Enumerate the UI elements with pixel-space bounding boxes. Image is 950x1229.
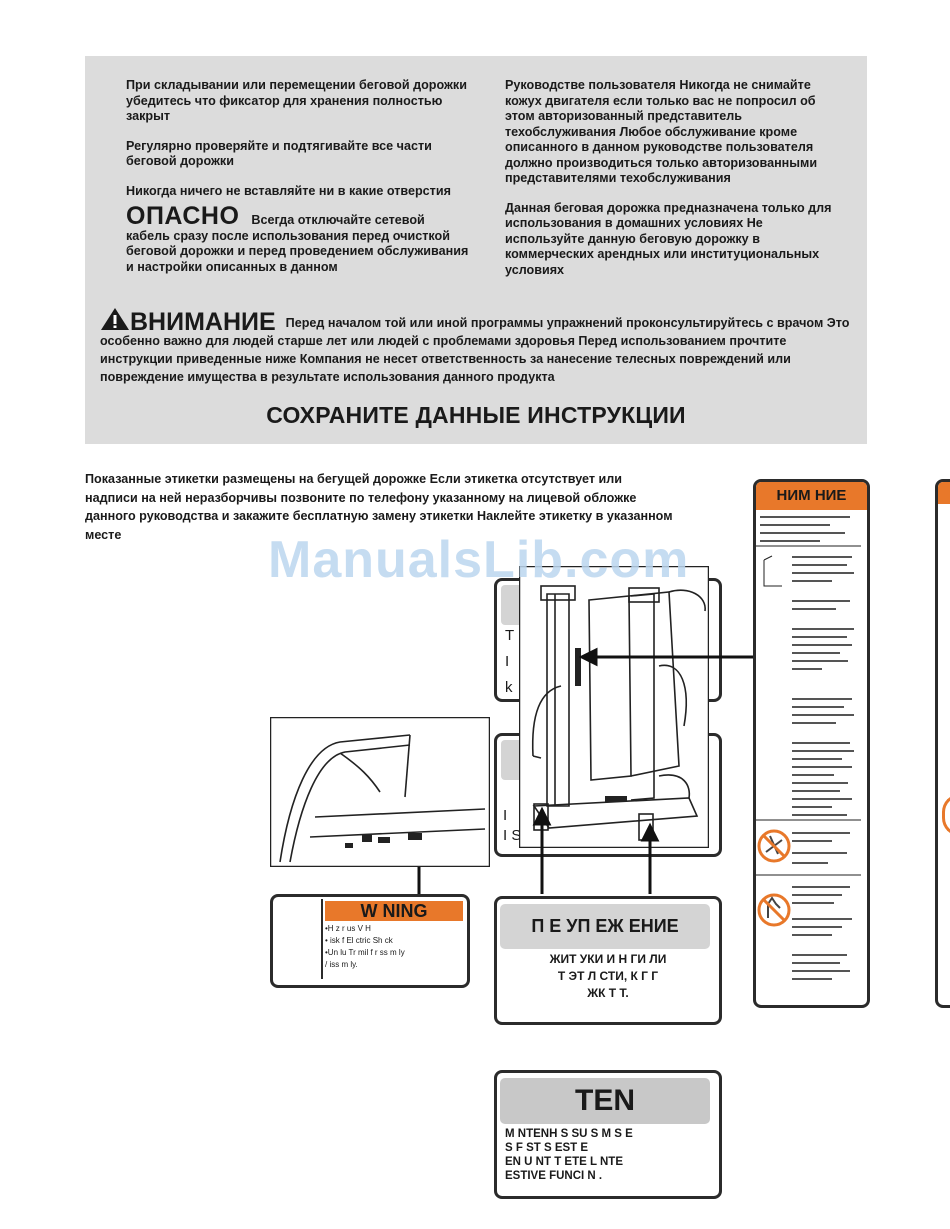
label-line: •Un lu Tr mil f r ss m ly [325,948,405,957]
warning-label-en: W NING •H z r us V H • isk f El ctric Sh… [270,894,470,988]
motor-hood-detail [270,717,490,867]
edge-hazard-icon [942,794,950,836]
right-column: Руководстве пользователя Никогда не сним… [505,78,840,292]
paragraph: Руководстве пользователя Никогда не сним… [505,78,818,185]
safety-info-box [85,56,867,444]
hand-hazard-icon [757,893,791,927]
label-line: • isk f El ctric Sh ck [325,936,393,945]
attention-label-header: TEN [500,1078,710,1124]
paragraph: Никогда ничего не вставляйте ни в какие … [126,183,451,198]
paragraph: Регулярно проверяйте и подтягивайте все … [126,138,432,169]
tall-label-header: НИМ НИЕ [756,482,867,510]
label-text: I [505,653,510,670]
label-text: T [505,627,515,644]
label-text: k [505,679,513,696]
warning-label-body: •H z r us V H • isk f El ctric Sh ck •Un… [325,923,463,981]
danger-text: Всегда отключайте сетевой кабель сразу п… [126,213,469,274]
treadmill-diagram [519,566,709,848]
person-hazard-icon [757,829,791,863]
warning-text: Перед началом той или иной программы упр… [100,316,850,384]
edge-label-partial [935,479,950,1008]
left-column: При складывании или перемещении беговой … [126,78,471,275]
warning-triangle-icon [101,308,129,330]
label-line: EN U NT T ETE L NTE [505,1156,623,1168]
label-line: S F ST S EST E [505,1142,589,1154]
label-text: I S [503,827,522,844]
label-line: ESTIVE FUNCI N . [505,1170,603,1182]
preduprezhdenie-body: ЖИТ УКИ И Н ГИ ЛИ Т ЭТ Л СТИ, К Г Г ЖК Т… [505,951,711,1002]
danger-heading: ОПАСНО [126,202,240,230]
warning-label-header: W NING [325,901,463,921]
preduprezhdenie-label: П Е УП ЕЖ ЕНИЕ ЖИТ УКИ И Н ГИ ЛИ Т ЭТ Л … [494,896,722,1025]
save-instructions-title: СОХРАНИТЕ ДАННЫЕ ИНСТРУКЦИИ [266,402,686,428]
watermark: ManualsLib.com [268,531,690,589]
warning-label-icon-area [275,899,323,979]
edge-label-header [938,482,950,504]
paragraph: Данная беговая дорожка предназначена тол… [505,200,832,277]
label-line: ЖИТ УКИ И Н ГИ ЛИ [549,952,667,966]
label-line: M NTENH S SU S M S E [505,1128,633,1140]
label-line: ЖК Т Т. [587,986,629,1000]
tall-label-body [756,516,861,980]
label-line: •H z r us V H [325,924,371,933]
paragraph: При складывании или перемещении беговой … [126,78,467,123]
attention-label-body: M NTENH S SU S M S E S F ST S EST E EN U… [505,1127,711,1183]
label-line: / iss m ly. [325,960,358,969]
tall-warning-label: НИМ НИЕ [753,479,870,1008]
preduprezhdenie-header: П Е УП ЕЖ ЕНИЕ [500,904,710,949]
warning-heading: ВНИМАНИЕ [130,308,276,336]
label-text: I [503,807,508,824]
attention-label: TEN M NTENH S SU S M S E S F ST S EST E … [494,1070,722,1199]
labels-intro-text: Показанные этикетки размещены на бегущей… [85,472,673,542]
label-line: Т ЭТ Л СТИ, К Г Г [557,969,659,983]
